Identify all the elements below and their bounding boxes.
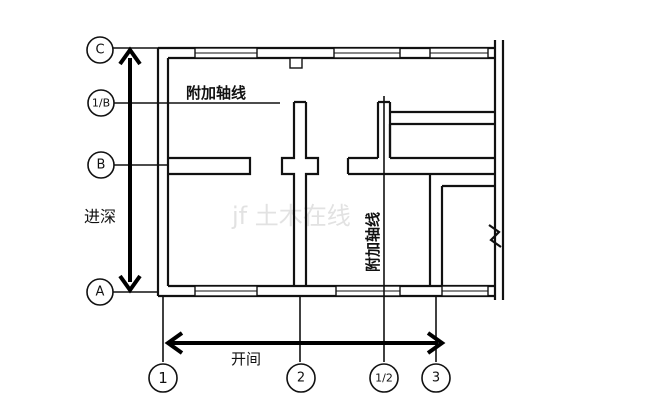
depth-arrow — [118, 46, 142, 294]
bay-arrow — [164, 331, 446, 355]
wall-b-right — [346, 156, 495, 176]
axis-bubble-1: 1 — [148, 363, 178, 393]
wall-axis-3 — [388, 124, 495, 286]
depth-label: 进深 — [84, 207, 116, 226]
axis-bubble-3: 3 — [421, 363, 451, 393]
right-break-mark — [488, 224, 502, 248]
axis-bubble-1b: 1/B — [87, 89, 115, 117]
watermark: jf 土木在线 — [231, 202, 351, 230]
axis-bubble-c: C — [86, 36, 114, 64]
svg-text:B: B — [97, 158, 106, 173]
axis-bubble-half-2: 1/2 — [369, 363, 399, 393]
wall-b-left — [168, 156, 252, 176]
additional-axis-label-vertical: 附加轴线 — [364, 212, 382, 272]
right-break-edge — [493, 40, 505, 300]
axis-bubble-2: 2 — [286, 363, 316, 393]
bay-label: 开间 — [231, 350, 261, 368]
svg-text:1/2: 1/2 — [375, 372, 393, 385]
windows — [194, 47, 489, 297]
additional-axis-label-horizontal: 附加轴线 — [186, 84, 246, 102]
wall-axis-2 — [280, 100, 320, 286]
top-wall-column — [289, 57, 303, 69]
svg-text:1/B: 1/B — [92, 97, 110, 110]
wall-axis-half-2 — [376, 100, 495, 158]
axis-bubble-a: A — [86, 278, 114, 306]
svg-text:C: C — [95, 43, 104, 58]
axis-bubble-b: B — [87, 151, 115, 179]
walls — [156, 40, 505, 300]
axis-lines — [112, 47, 437, 362]
svg-text:A: A — [96, 285, 105, 300]
svg-text:1: 1 — [158, 369, 168, 387]
svg-text:3: 3 — [432, 371, 440, 386]
left-outer-wall — [156, 48, 170, 296]
svg-text:2: 2 — [297, 371, 305, 386]
